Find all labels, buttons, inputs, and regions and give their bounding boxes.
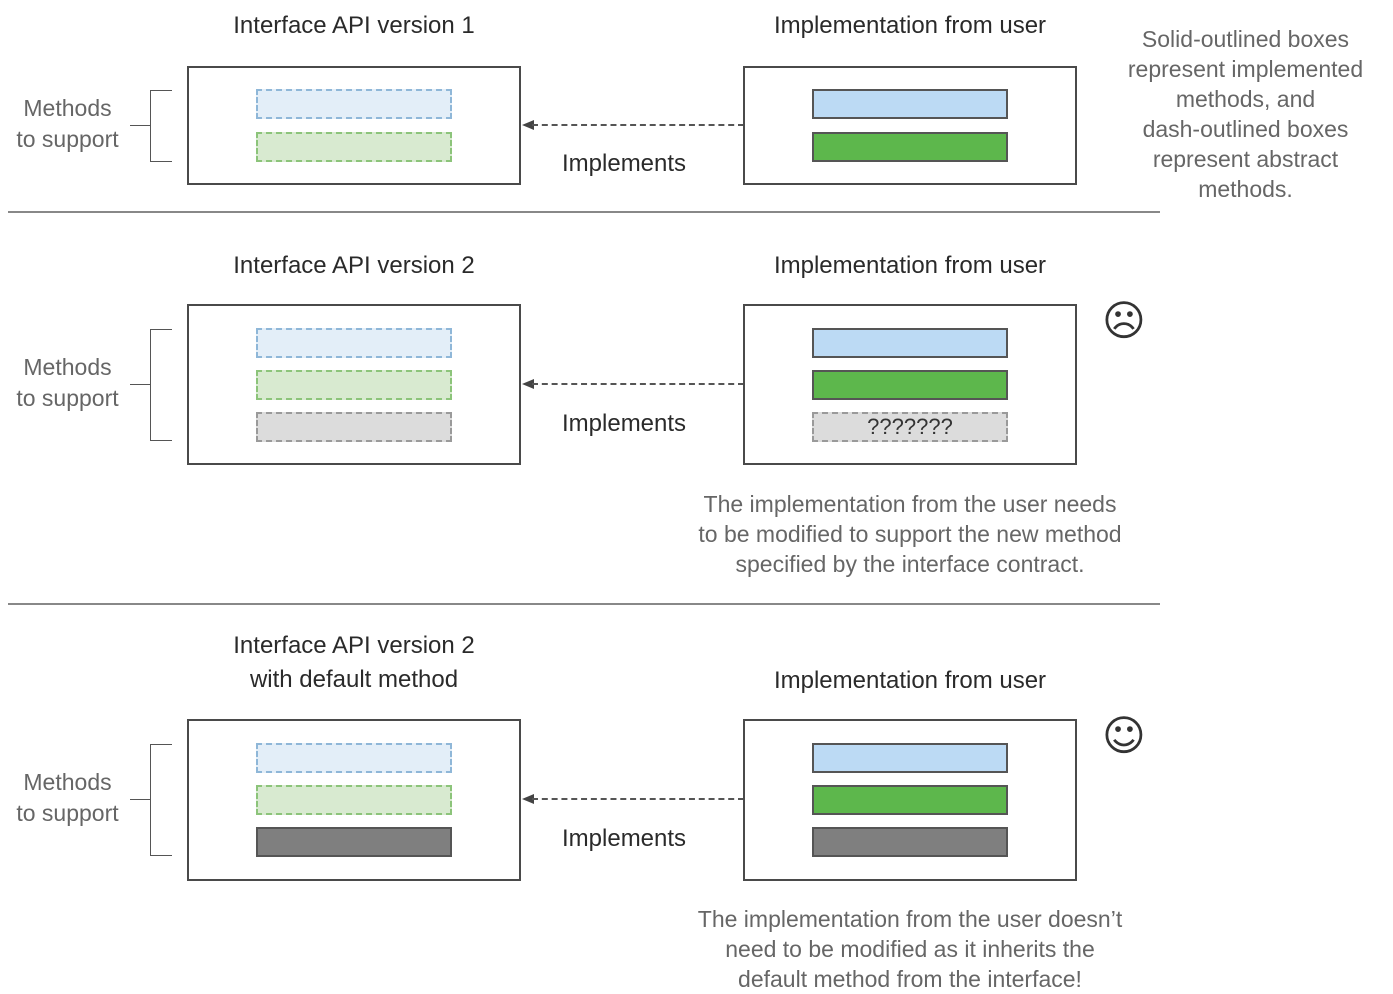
arrowhead [522,794,534,804]
methods-brace-tick [130,125,150,126]
implemented-method-blue [812,328,1008,358]
default-method [256,827,452,857]
methods-brace [150,744,172,856]
legend-note-line: methods, and [1175,86,1316,112]
legend-note-line: Solid-outlined boxes [1141,26,1350,52]
abstract-method-gray [256,412,452,442]
implements-arrow [532,124,744,126]
methods-brace [150,90,172,162]
interface-title: Interface API version 2 with default met… [187,629,521,697]
implemented-method-blue [812,89,1008,119]
section-note: The implementation from the user doesn’t… [660,904,1160,994]
implementation-title: Implementation from user [773,667,1047,694]
methods-label: Methods to support [0,767,135,829]
methods-label: Methods to support [0,352,135,414]
implements-label: Implements [562,150,687,177]
implemented-method-green [812,132,1008,162]
abstract-method-green [256,785,452,815]
implements-label: Implements [562,825,687,852]
implements-label: Implements [562,410,687,437]
section-divider [8,603,1160,605]
interface-title: Interface API version 1 [233,12,475,39]
methods-label-line: to support [16,126,119,152]
note-line: need to be modified as it inherits the [725,936,1095,962]
implements-arrow [532,383,744,385]
abstract-method-blue [256,89,452,119]
abstract-method-green [256,370,452,400]
legend-note-line: represent abstract [1152,146,1339,172]
interface-title: Interface API version 2 [233,252,475,279]
methods-label: Methods to support [0,93,135,155]
methods-label-line: Methods [23,354,112,380]
methods-brace [150,329,172,441]
interface-box [187,66,521,185]
methods-brace-tick [130,384,150,385]
methods-label-line: to support [16,385,119,411]
interface-title-line: Interface API version 2 [233,632,475,659]
legend-note-line: represent implemented [1127,56,1364,82]
arrowhead [522,120,534,130]
legend-note: Solid-outlined boxes represent implement… [1108,24,1383,204]
note-line: The implementation from the user doesn’t [697,906,1123,932]
interface-title-line: with default method [249,666,459,693]
implemented-method-green [812,785,1008,815]
arrowhead [522,379,534,389]
methods-label-line: Methods [23,769,112,795]
legend-note-line: dash-outlined boxes [1142,116,1349,142]
implemented-method-green [812,370,1008,400]
implementation-title: Implementation from user [773,252,1047,279]
missing-method: ??????? [812,412,1008,442]
implementation-box [743,66,1077,185]
section-note: The implementation from the user needs t… [660,489,1160,579]
implements-arrow [532,798,744,800]
happy-face-icon: ☺ [1102,711,1146,760]
abstract-method-blue [256,743,452,773]
abstract-method-blue [256,328,452,358]
implementation-title: Implementation from user [773,12,1047,39]
implemented-method-blue [812,743,1008,773]
section-divider [8,211,1160,213]
methods-label-line: Methods [23,95,112,121]
note-line: to be modified to support the new method [698,521,1122,547]
note-line: specified by the interface contract. [735,551,1085,577]
legend-note-line: methods. [1198,176,1293,202]
abstract-method-green [256,132,452,162]
note-line: default method from the interface! [738,966,1082,992]
inherited-default-method [812,827,1008,857]
methods-brace-tick [130,799,150,800]
note-line: The implementation from the user needs [703,491,1117,517]
methods-label-line: to support [16,800,119,826]
sad-face-icon: ☹ [1102,296,1146,345]
